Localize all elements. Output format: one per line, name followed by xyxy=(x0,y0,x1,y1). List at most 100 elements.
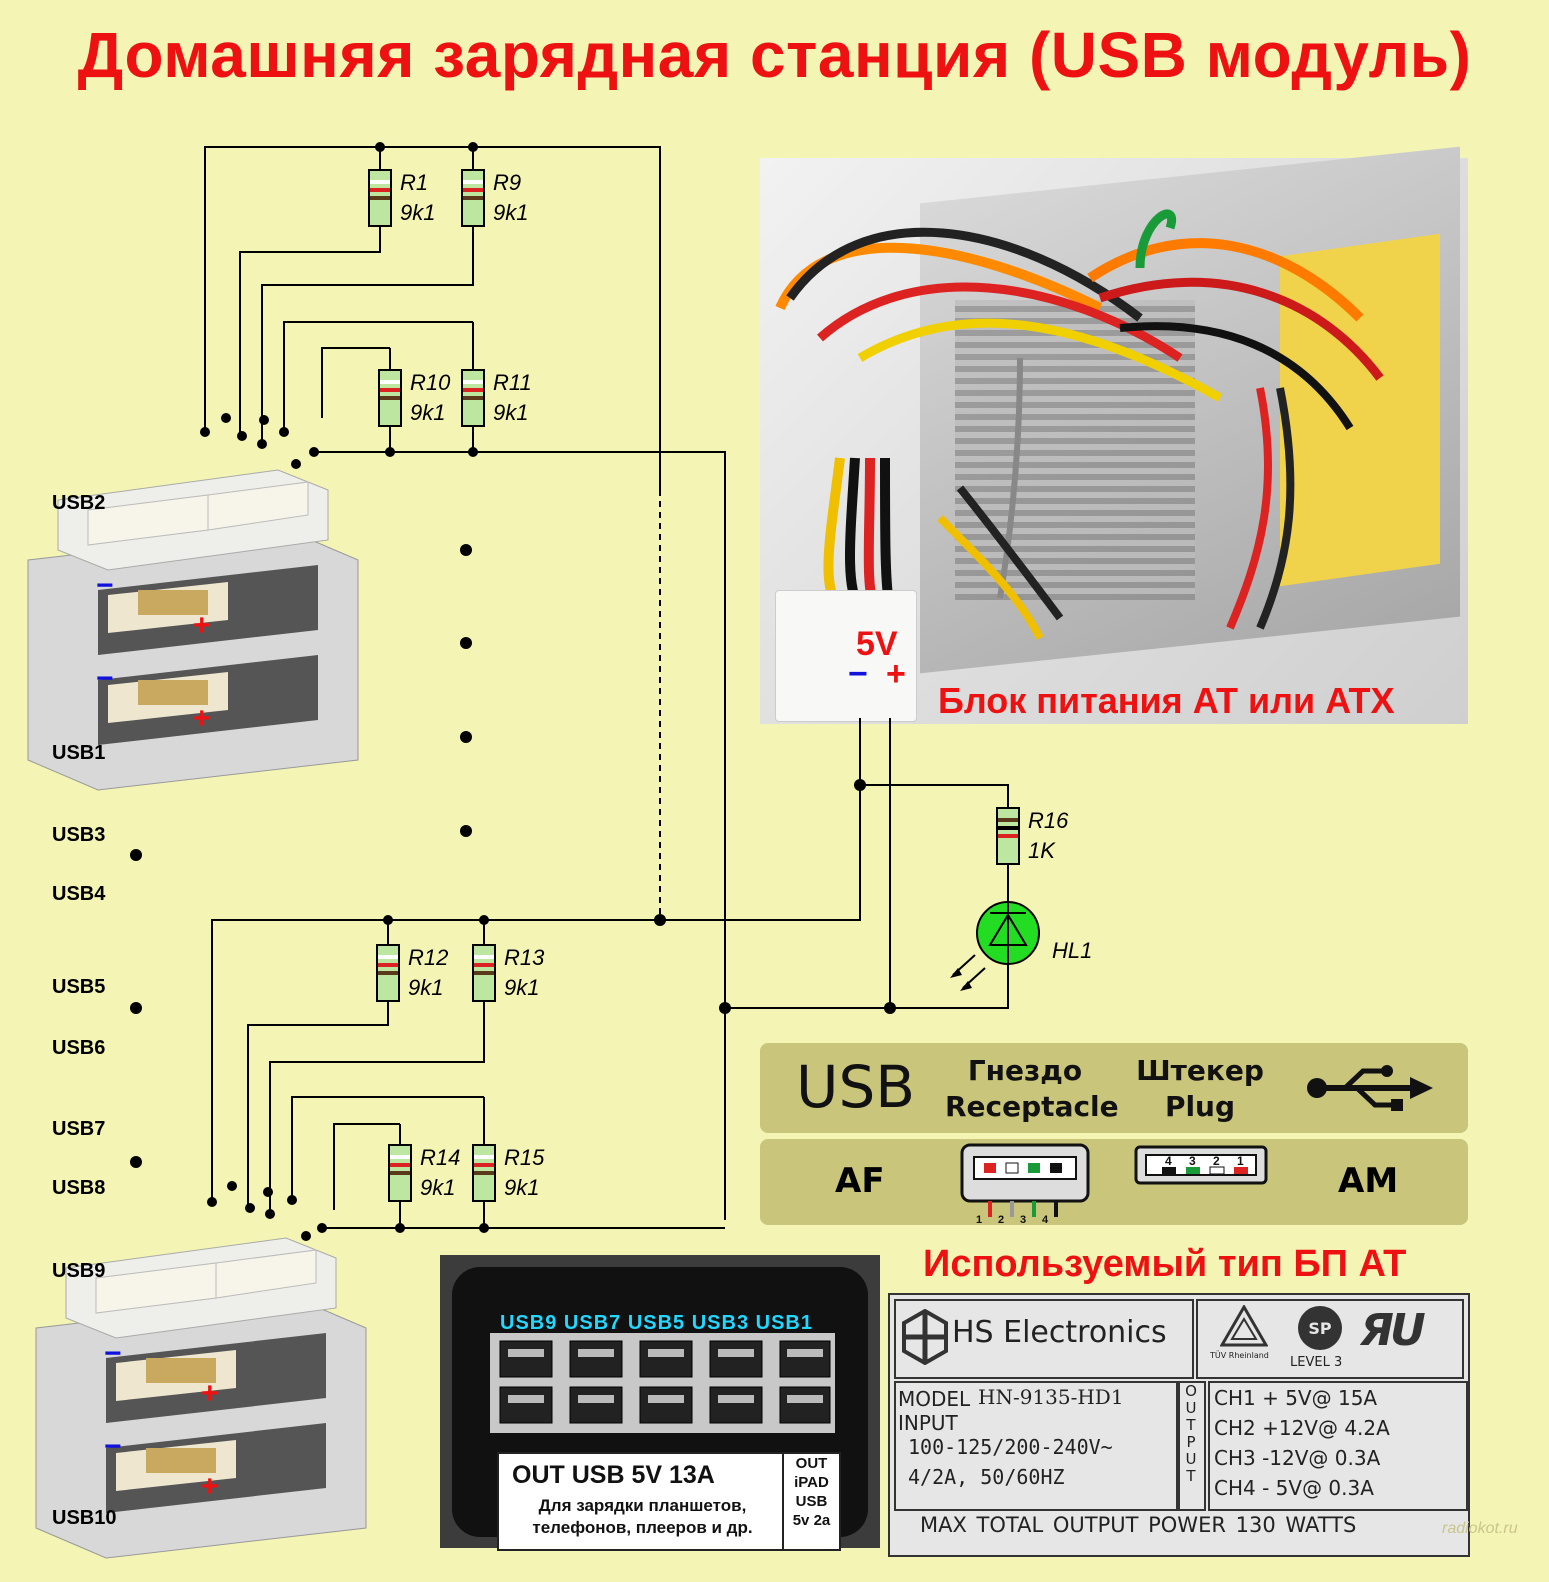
svg-text:−: − xyxy=(96,569,114,602)
hub-ipad-line-3: USB xyxy=(795,1493,828,1510)
svg-text:−: − xyxy=(96,662,114,695)
usb-label-3: USB3 xyxy=(52,824,106,846)
usb-table-receptacle-en: Receptacle xyxy=(945,1090,1119,1123)
usb-plug-icon: 4 3 2 1 xyxy=(1134,1145,1268,1185)
plate-brand: HS Electronics xyxy=(952,1315,1167,1350)
plate-model-value: HN-9135-HD1 xyxy=(978,1385,1124,1409)
usb-connector-table: USB Гнездо Receptacle Штекер Plug AF AM xyxy=(760,1043,1468,1228)
usb-receptacle-icon: 1 2 3 4 xyxy=(960,1143,1090,1225)
svg-text:+: + xyxy=(201,1470,219,1503)
svg-text:Я: Я xyxy=(1360,1305,1394,1355)
plate-channel-4: CH4 - 5V@ 0.3A xyxy=(1214,1476,1374,1500)
usb-label-6: USB6 xyxy=(52,1037,106,1059)
plug-pin-4: 4 xyxy=(1165,1154,1172,1168)
resistor-value: 9k1 xyxy=(504,975,539,1000)
hub-ipad-line-1: OUT xyxy=(795,1455,828,1472)
plate-output-vertical: OUTPUT xyxy=(1185,1382,1197,1485)
usb-table-receptacle-ru: Гнездо xyxy=(967,1054,1083,1087)
usb-jack-top: − + − + xyxy=(27,469,359,791)
resistor-label: R13 xyxy=(504,945,545,970)
psu-voltage-label: 5V xyxy=(856,625,898,663)
receptacle-pin-2: 2 xyxy=(998,1214,1004,1225)
resistor-value: 9k1 xyxy=(493,200,528,225)
resistor-value: 9k1 xyxy=(420,1175,455,1200)
hub-desc-line-1: Для зарядки планшетов, xyxy=(538,1496,747,1515)
hub-ports xyxy=(499,1340,831,1424)
resistor-label: R16 xyxy=(1028,808,1069,833)
plate-output-box xyxy=(1178,1381,1206,1511)
svg-text:+: + xyxy=(193,609,211,642)
plug-pin-2: 2 xyxy=(1213,1154,1220,1168)
resistor-group: R19k1R99k1R109k1R119k1R129k1R139k1R149k1… xyxy=(368,169,1069,1202)
plate-input-line-2: 4/2A, 50/60HZ xyxy=(908,1465,1065,1489)
resistor-label: R14 xyxy=(420,1145,460,1170)
plate-channel-box xyxy=(1208,1381,1468,1511)
usb-label-10: USB10 xyxy=(52,1507,117,1529)
svg-text:SP: SP xyxy=(1308,1319,1332,1338)
usb-table-plug-en: Plug xyxy=(1164,1090,1236,1123)
hub-ipad-line-4: 5v 2a xyxy=(792,1512,831,1529)
usb-table-title: USB xyxy=(796,1053,916,1121)
resistor-label: R1 xyxy=(400,170,428,195)
psu-minus-sign: − xyxy=(848,655,868,693)
receptacle-pin-4: 4 xyxy=(1042,1214,1049,1225)
tuv-triangle-icon xyxy=(1220,1305,1268,1347)
junction-dots xyxy=(130,142,896,1241)
plug-pin-1: 1 xyxy=(1237,1154,1244,1168)
resistor-value: 1K xyxy=(1028,838,1056,863)
usb-table-receptacle-header: Гнездо Receptacle xyxy=(945,1053,1119,1125)
plate-channel-1: CH1 + 5V@ 15A xyxy=(1214,1386,1378,1410)
usb-label-5: USB5 xyxy=(52,976,106,998)
hub-ipad-port-label: OUT iPAD USB 5v 2a xyxy=(782,1452,841,1551)
usb-label-8: USB8 xyxy=(52,1177,106,1199)
usb-label-2: USB2 xyxy=(52,492,106,514)
resistor-label: R11 xyxy=(493,370,532,395)
svg-text:−: − xyxy=(104,1430,122,1463)
plate-input-line-1: 100-125/200-240V~ xyxy=(908,1435,1113,1459)
resistor-label: R12 xyxy=(408,945,448,970)
hub-desc-line-2: телефонов, плееров и др. xyxy=(532,1518,753,1537)
watermark: radiokot.ru xyxy=(1442,1520,1518,1537)
resistor-value: 9k1 xyxy=(504,1175,539,1200)
psu-wires xyxy=(775,209,1384,640)
hs-logo-icon xyxy=(902,1309,948,1365)
usb-table-am: AM xyxy=(1338,1161,1399,1201)
hub-description: Для зарядки планшетов, телефонов, плееро… xyxy=(510,1495,775,1539)
ul-mark-icon: Я U xyxy=(1360,1305,1426,1355)
plate-input-label: INPUT xyxy=(898,1411,958,1435)
usb-jack-bottom: − + − + xyxy=(35,1237,367,1559)
led-label: HL1 xyxy=(1052,938,1092,963)
psu-grill xyxy=(955,300,1195,600)
resistor-value: 9k1 xyxy=(408,975,443,1000)
resistor-value: 9k1 xyxy=(400,200,435,225)
psu-plus-sign: + xyxy=(886,655,906,693)
svg-text:−: − xyxy=(104,1337,122,1370)
svg-text:U: U xyxy=(1390,1305,1426,1355)
usb-table-plug-header: Штекер Plug xyxy=(1130,1053,1270,1125)
wires-group xyxy=(204,146,1009,1229)
page-title: Домашняя зарядная станция (USB модуль) xyxy=(77,19,1472,91)
hub-ipad-line-2: iPAD xyxy=(794,1474,829,1491)
usb-symbol-icon xyxy=(1307,1065,1433,1111)
plate-max-power: MAX TOTAL OUTPUT POWER 130 WATTS xyxy=(920,1513,1357,1537)
plate-input-box xyxy=(894,1381,1178,1511)
hub-port-panel xyxy=(490,1333,835,1433)
plate-channels: CH1 + 5V@ 15A CH2 +12V@ 4.2A CH3 -12V@ 0… xyxy=(1214,1383,1390,1503)
plate-channel-2: CH2 +12V@ 4.2A xyxy=(1214,1416,1390,1440)
psu-caption: Блок питания AT или ATX xyxy=(938,680,1395,721)
usb-table-plug-ru: Штекер xyxy=(1136,1054,1264,1087)
resistor-value: 9k1 xyxy=(493,400,528,425)
hub-port-labels: USB9 USB7 USB5 USB3 USB1 xyxy=(500,1312,813,1334)
resistor-label: R9 xyxy=(493,170,521,195)
hub-text-plate xyxy=(497,1452,784,1551)
plate-cert-box xyxy=(1196,1299,1464,1379)
plug-pin-3: 3 xyxy=(1189,1154,1196,1168)
resistor-label: R15 xyxy=(504,1145,545,1170)
usb-table-row-2 xyxy=(760,1139,1468,1225)
